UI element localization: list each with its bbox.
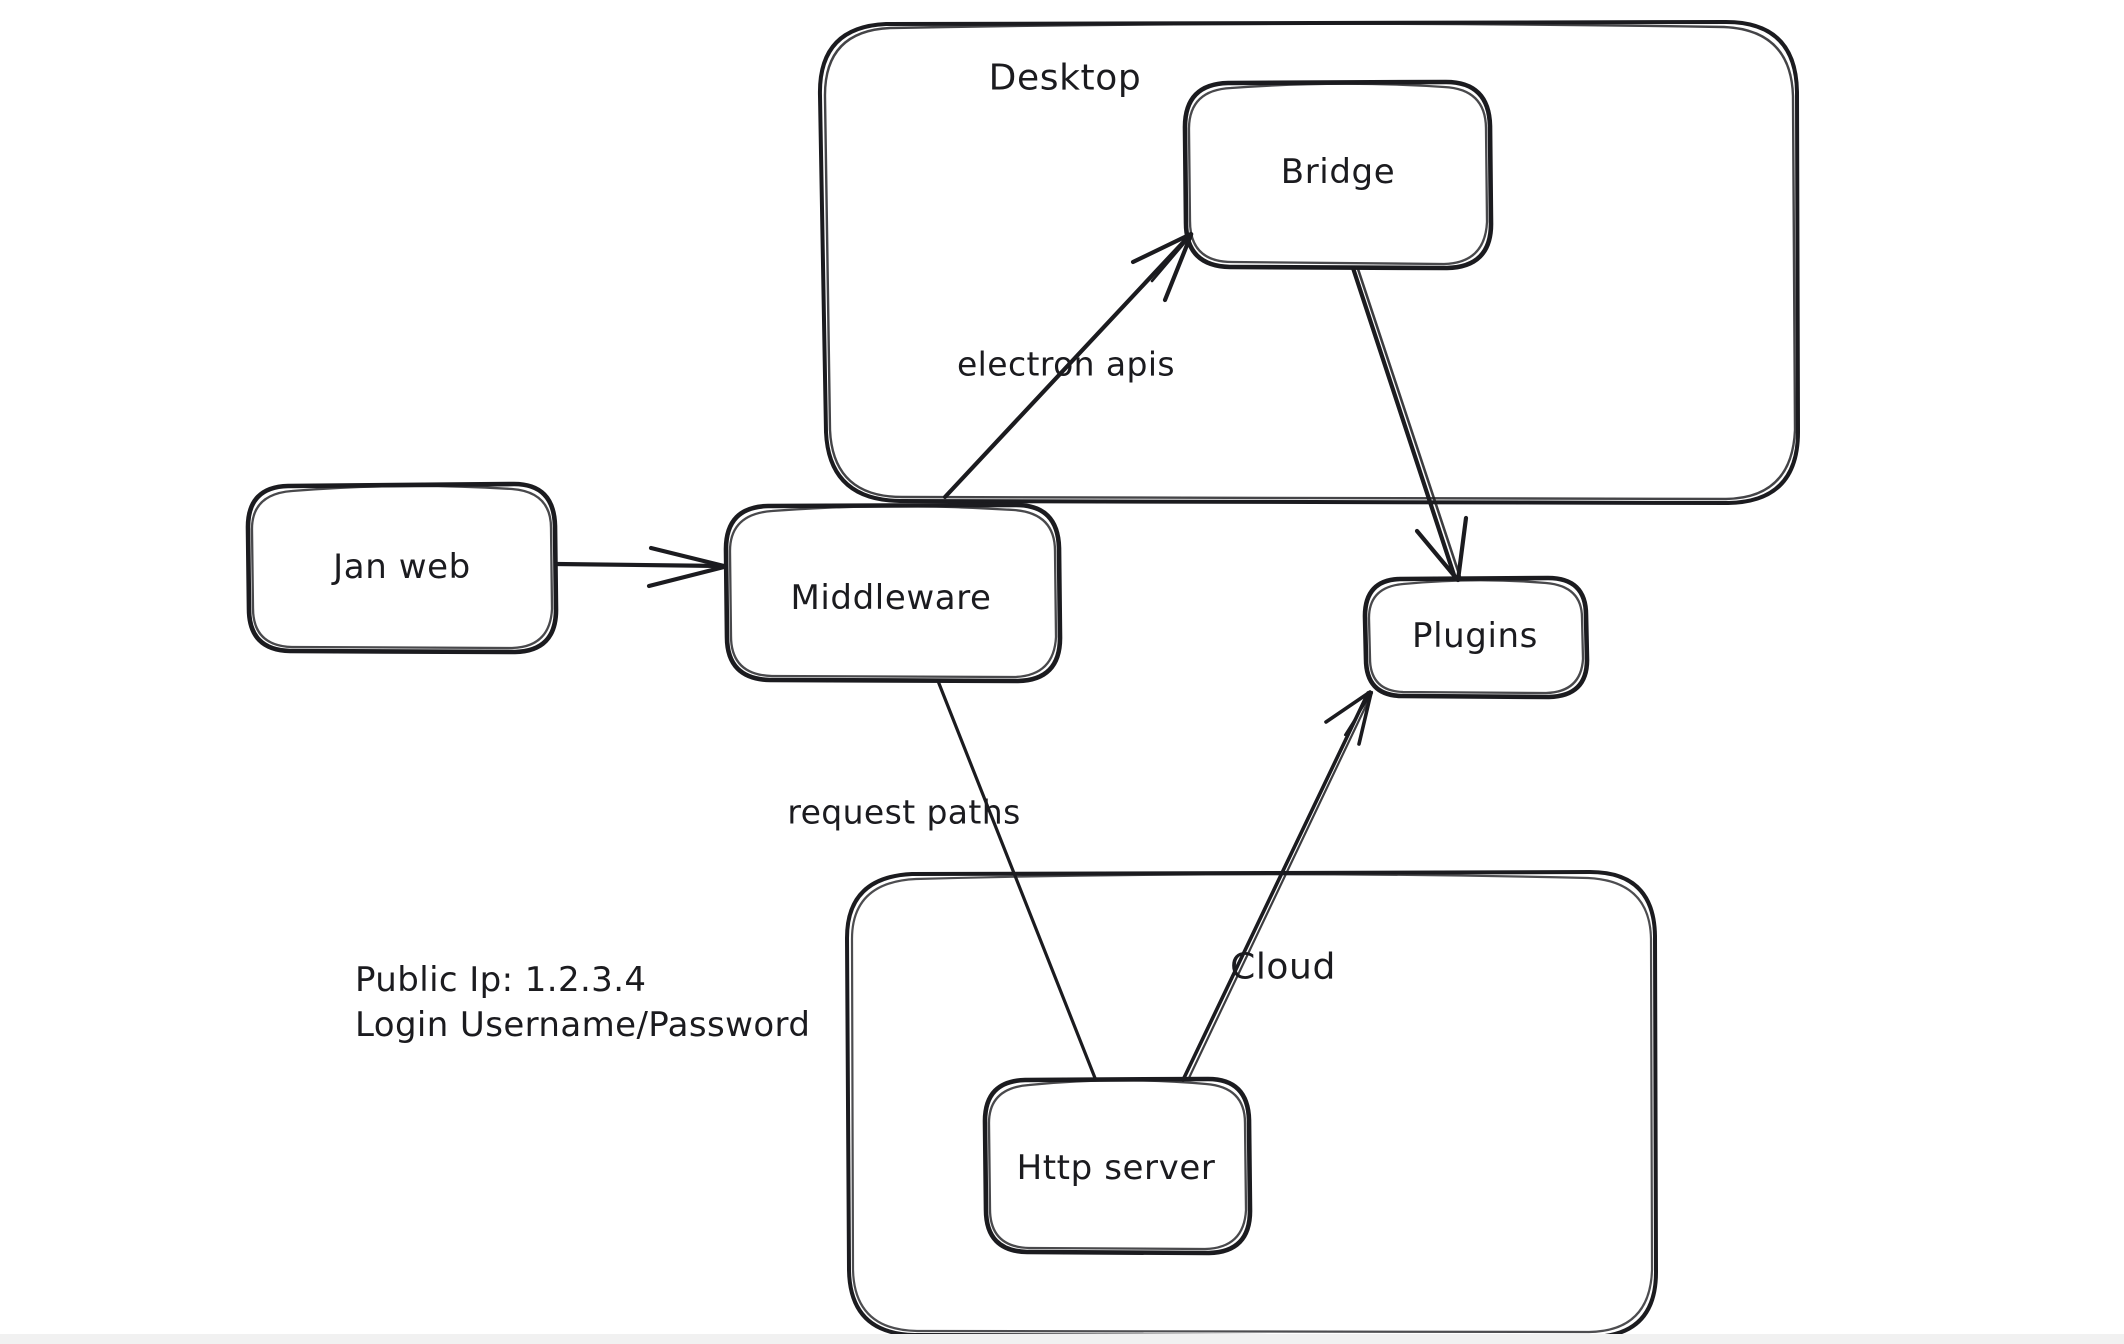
bridge-node-label[interactable]: Bridge	[1280, 152, 1396, 192]
jan-web-node-label[interactable]: Jan web	[333, 547, 471, 587]
plugins-node-outline	[1362, 575, 1590, 700]
desktop-group-outline	[817, 20, 1800, 505]
jan-web-node-outline	[245, 481, 559, 655]
bottom-edge-strip	[0, 1334, 2124, 1344]
edge-janweb-to-middleware	[553, 545, 727, 589]
cloud-group-outline	[845, 870, 1658, 1339]
edge-label-electron-apis: electron apis	[956, 344, 1176, 384]
plugins-node-label[interactable]: Plugins	[1412, 616, 1538, 656]
edge-bridge-to-plugins	[1350, 265, 1469, 583]
note-public-ip: Public Ip: 1.2.3.4	[355, 960, 647, 1000]
http-server-node-outline	[982, 1076, 1253, 1256]
edge-httpserver-to-middleware	[936, 679, 1097, 1080]
desktop-group-label: Desktop	[988, 57, 1142, 99]
middleware-node-outline	[723, 502, 1063, 684]
edge-label-request-paths: request paths	[787, 792, 1021, 832]
connection-info-note: Public Ip: 1.2.3.4 Login Username/Passwo…	[355, 958, 810, 1048]
http-server-node-label[interactable]: Http server	[1016, 1148, 1216, 1188]
note-login-credentials: Login Username/Password	[355, 1004, 811, 1045]
cloud-group-label: Cloud	[1230, 946, 1336, 988]
bridge-node-outline	[1182, 79, 1494, 271]
edge-httpserver-to-plugins	[1181, 690, 1374, 1082]
edge-middleware-to-bridge	[942, 231, 1194, 500]
middleware-node-label[interactable]: Middleware	[790, 578, 992, 618]
